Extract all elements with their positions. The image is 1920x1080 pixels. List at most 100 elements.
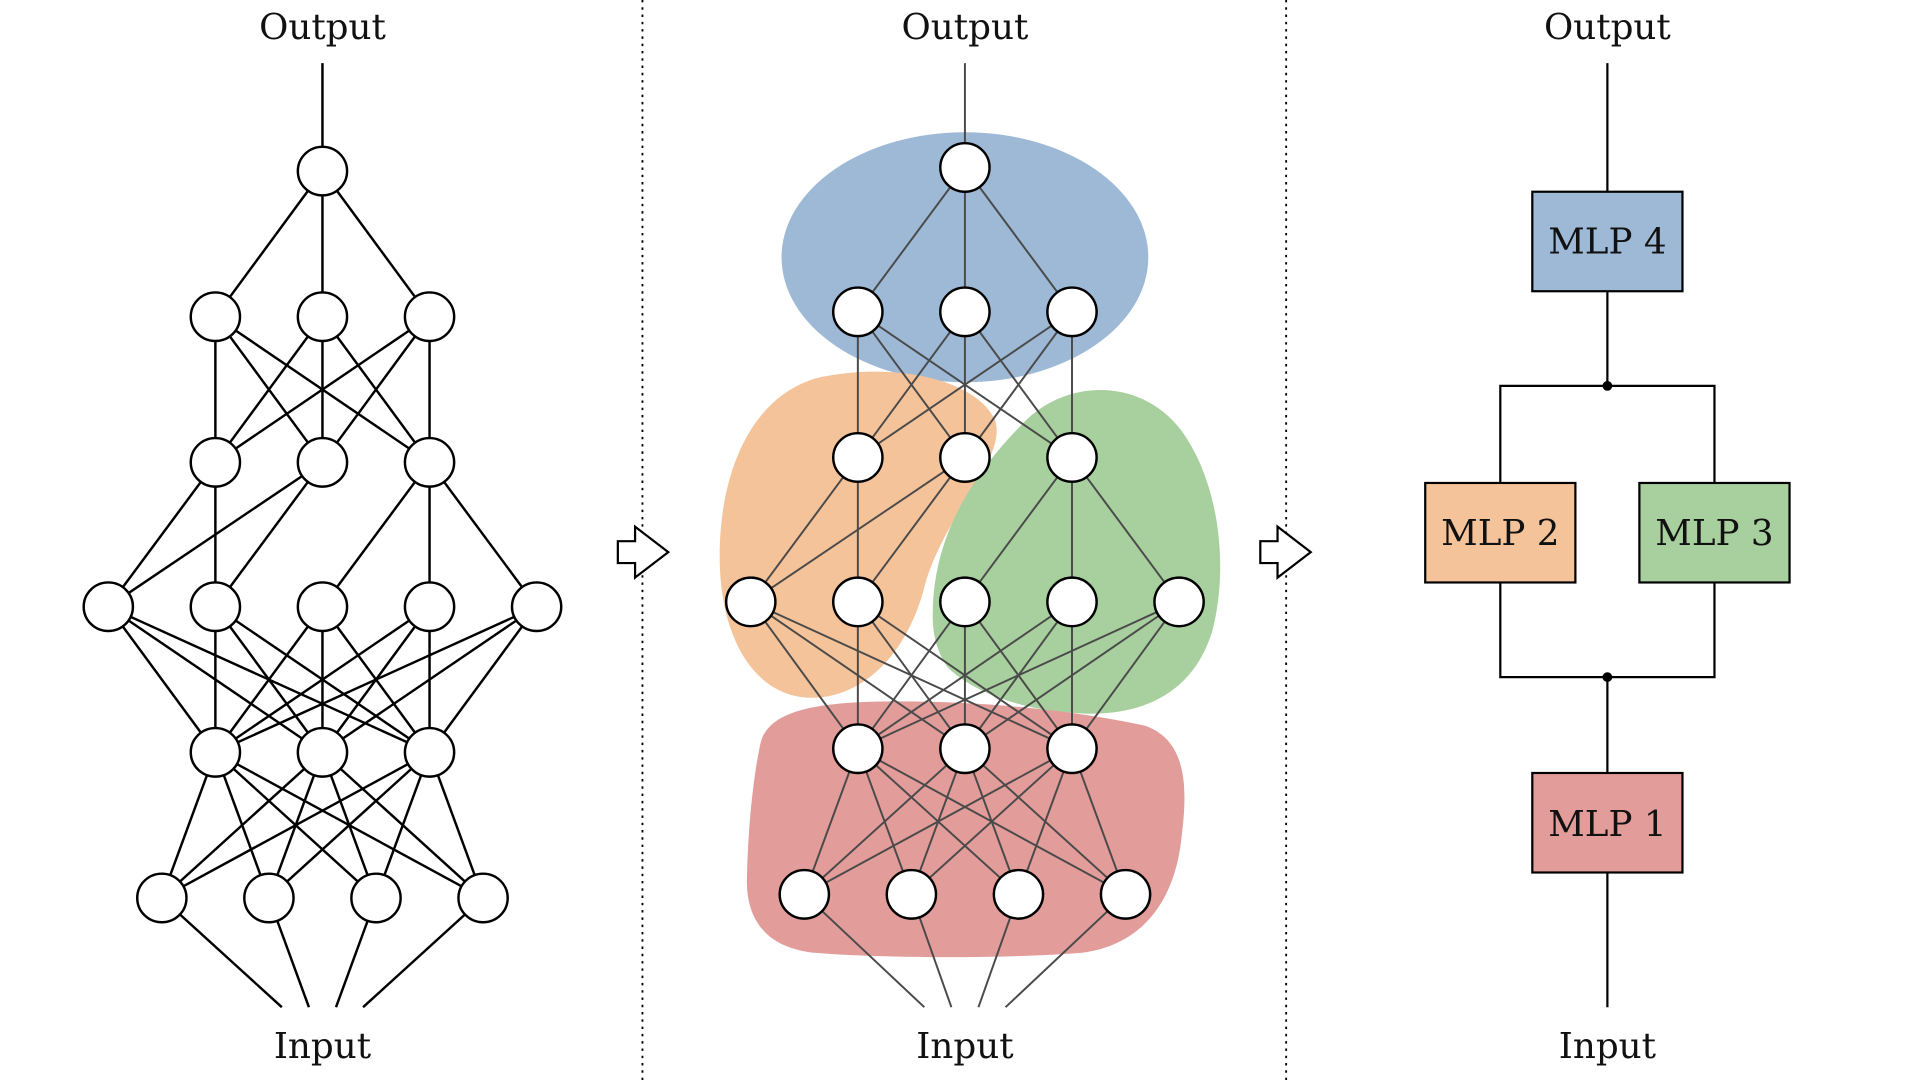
neuron: [885, 868, 938, 920]
neuron-edge: [964, 601, 1180, 750]
neuron-edge: [107, 461, 217, 608]
neuron-edge: [857, 456, 966, 603]
neuron-edge: [428, 751, 485, 899]
neuron: [82, 581, 135, 633]
neuron-edge: [214, 606, 324, 754]
neuron: [992, 868, 1045, 920]
neuron-edge: [964, 311, 1073, 459]
neuron-edge: [1071, 748, 1127, 895]
neuron-edge: [321, 170, 431, 318]
neuron: [189, 581, 242, 633]
neuron-edge: [910, 748, 1073, 896]
neuron: [510, 581, 563, 633]
neuron: [1046, 576, 1098, 628]
neuron-edge: [1017, 748, 1073, 895]
neuron: [457, 872, 509, 924]
merge-junction: [1602, 381, 1613, 391]
neuron: [350, 872, 402, 924]
neuron-edge: [214, 315, 431, 464]
neuron-edge: [964, 166, 1073, 313]
neuron-edge: [428, 461, 538, 608]
neuron-edge: [857, 601, 966, 750]
grouped-edges: [749, 63, 1180, 1008]
neuron-edge: [107, 606, 217, 754]
neuron-edge: [803, 748, 859, 895]
neuron-edge: [857, 601, 1180, 750]
neuron: [1046, 432, 1098, 483]
neuron: [296, 145, 349, 197]
neuron-edge: [214, 605, 538, 754]
neuron-edge: [214, 605, 431, 754]
neuron: [778, 868, 831, 920]
neuron: [296, 291, 349, 343]
neuron: [403, 581, 456, 633]
neuron-edge: [321, 316, 431, 464]
mlp2-block: MLP 2: [1424, 481, 1577, 584]
neuron-edge: [214, 461, 324, 608]
neuron: [939, 141, 991, 193]
mlp3-label: MLP 3: [1655, 513, 1773, 554]
neuron-edge: [321, 605, 538, 754]
neuron-edge: [160, 751, 217, 899]
neuron-edge: [1071, 456, 1180, 603]
neuron: [296, 726, 349, 778]
neuron: [939, 286, 991, 338]
input-edge: [161, 897, 283, 1009]
neuron: [1099, 868, 1152, 920]
neuron-edge: [857, 166, 966, 313]
neuron: [832, 432, 884, 483]
neuron-edge: [374, 751, 431, 899]
neuron-edge: [161, 751, 431, 900]
neuron: [939, 432, 991, 483]
neuron-edge: [749, 456, 859, 603]
neuron: [296, 436, 349, 488]
modules-output-label: Output: [1544, 7, 1671, 48]
neuron: [403, 726, 456, 778]
dense-edges: [107, 63, 538, 1009]
neuron: [296, 581, 349, 633]
grouped-output-label: Output: [902, 7, 1029, 48]
neuron: [189, 436, 242, 488]
neuron-edge: [428, 606, 538, 754]
mlp4-label: MLP 4: [1548, 222, 1666, 263]
input-edge: [362, 897, 484, 1009]
dense-network-panel: Output Input: [82, 7, 563, 1067]
neuron-edge: [964, 456, 1073, 603]
module-regions: [719, 132, 1221, 958]
neuron-edge: [750, 456, 966, 603]
neuron-edge: [1071, 601, 1180, 750]
neuron-edge: [214, 316, 324, 464]
neuron: [832, 723, 884, 775]
neuron-edge: [857, 601, 1073, 750]
neuron-edge: [803, 747, 1073, 896]
mlp4-block: MLP 4: [1531, 190, 1684, 293]
neuron: [1153, 576, 1205, 628]
mlp1-block: MLP 1: [1531, 771, 1684, 874]
grouped-input-label: Input: [916, 1026, 1013, 1067]
dense-output-label: Output: [259, 7, 386, 48]
neuron: [832, 576, 884, 628]
neuron: [1046, 723, 1098, 775]
neuron: [243, 872, 295, 924]
mlp3-region: [932, 389, 1221, 714]
neuron: [136, 872, 188, 924]
neuron: [724, 576, 777, 628]
split-junction: [1602, 672, 1613, 682]
grouped-network-panel: Output Input: [719, 7, 1221, 1067]
neuron: [832, 286, 884, 338]
input-edge: [1004, 893, 1127, 1008]
mlp2-label: MLP 2: [1441, 513, 1559, 554]
neuron: [189, 726, 242, 778]
neuron-edge: [214, 170, 324, 318]
grouped-neurons: [724, 141, 1205, 920]
neuron-edge: [321, 461, 431, 608]
input-edge: [803, 893, 925, 1008]
neuron: [403, 436, 456, 488]
module-diagram-panel: Output Input MLP 4 MLP 2 MLP 3 MLP 1: [1424, 7, 1791, 1067]
transform-arrow-1: [616, 524, 671, 580]
neuron-edge: [161, 751, 324, 899]
neuron: [939, 723, 991, 775]
modules-input-label: Input: [1559, 1026, 1656, 1067]
neuron-edge: [803, 748, 966, 896]
